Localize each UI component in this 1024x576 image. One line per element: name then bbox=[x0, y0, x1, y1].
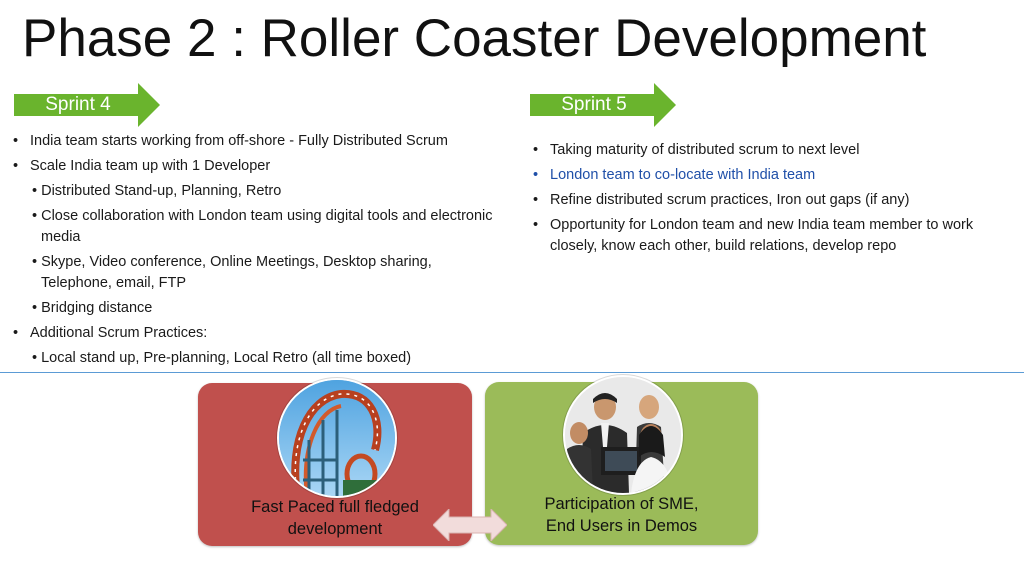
sprint4-bullet-item: Distributed Stand-up, Planning, Retro bbox=[8, 181, 498, 202]
double-arrow-icon bbox=[433, 509, 507, 541]
sprint5-bullet-item: Refine distributed scrum practices, Iron… bbox=[528, 190, 998, 211]
sprint-5-label: Sprint 5 bbox=[561, 94, 627, 115]
sprint-5-arrow: Sprint 5 bbox=[530, 83, 676, 127]
right-arrow-icon bbox=[530, 83, 676, 127]
sprint-4-arrow: Sprint 4 bbox=[14, 83, 160, 127]
sprint4-bullet-item: India team starts working from off-shore… bbox=[8, 131, 498, 152]
sprint-5-bullet-list: Taking maturity of distributed scrum to … bbox=[528, 140, 998, 261]
sprint5-bullet-item: London team to co-locate with India team bbox=[528, 165, 998, 186]
sprint4-bullet-item: Local stand up, Pre-planning, Local Retr… bbox=[8, 348, 498, 369]
right-arrow-icon bbox=[14, 83, 160, 127]
sprint4-bullet-item: Close collaboration with London team usi… bbox=[8, 206, 498, 248]
business-team-icon bbox=[563, 375, 683, 495]
roller-coaster-icon bbox=[277, 378, 397, 498]
caption-line-2: development bbox=[287, 520, 383, 538]
section-divider bbox=[0, 372, 1024, 373]
caption-line-2: End Users in Demos bbox=[545, 517, 698, 535]
participation-caption: Participation of SME, End Users in Demos bbox=[485, 493, 758, 537]
slide-title: Phase 2 : Roller Coaster Development bbox=[22, 9, 927, 68]
sprint5-bullet-item: Taking maturity of distributed scrum to … bbox=[528, 140, 998, 161]
sprint-4-bullet-list: India team starts working from off-shore… bbox=[8, 131, 498, 373]
sprint4-bullet-item: Bridging distance bbox=[8, 298, 498, 319]
sprint4-bullet-item: Additional Scrum Practices: bbox=[8, 323, 498, 344]
caption-line-1: Participation of SME, bbox=[544, 495, 699, 513]
sprint4-bullet-item: Scale India team up with 1 Developer bbox=[8, 156, 498, 177]
sprint5-bullet-item: Opportunity for London team and new Indi… bbox=[528, 215, 998, 257]
sprint-4-label: Sprint 4 bbox=[45, 94, 111, 115]
caption-line-1: Fast Paced full fledged bbox=[251, 498, 419, 516]
fast-paced-caption: Fast Paced full fledged development bbox=[198, 496, 472, 540]
sprint4-bullet-item: Skype, Video conference, Online Meetings… bbox=[8, 252, 498, 294]
